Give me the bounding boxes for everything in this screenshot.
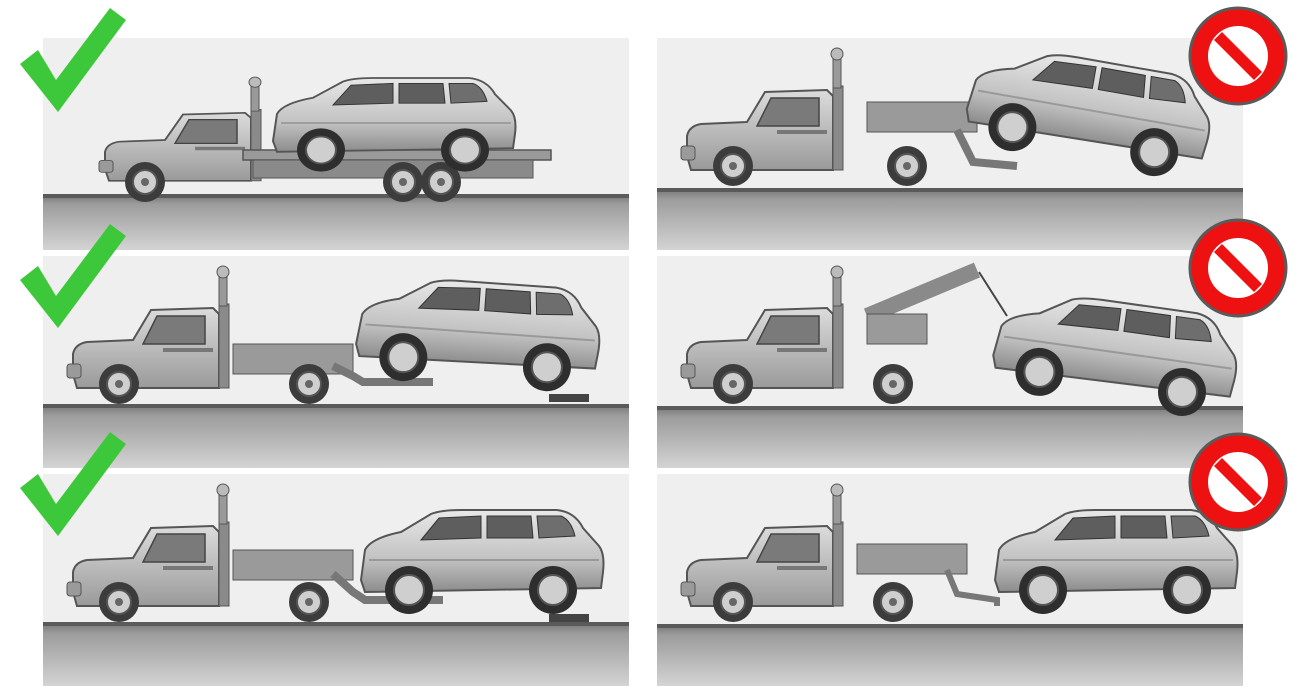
panel-sling-hook <box>657 256 1243 468</box>
panel-wheel-lift-rear <box>43 474 629 686</box>
wheel-lift-dollies-illustration <box>43 474 629 686</box>
prohibited-icon <box>1186 4 1290 108</box>
flatbed-tow-illustration <box>43 38 629 250</box>
improper-sling-illustration <box>657 256 1243 468</box>
prohibited-icon <box>1186 216 1290 320</box>
improper-wheel-lift-illustration <box>657 38 1243 250</box>
checkmark-icon <box>14 430 126 540</box>
wheel-lift-dollies-illustration <box>43 256 629 468</box>
panel-flatbed <box>43 38 629 250</box>
checkmark-icon <box>14 6 126 116</box>
checkmark-icon <box>14 222 126 332</box>
panel-wheel-lift-front <box>43 256 629 468</box>
improper-tow-bar-illustration <box>657 474 1243 686</box>
panel-wheel-lift-no-dollies <box>657 38 1243 250</box>
prohibited-icon <box>1186 430 1290 534</box>
panel-tow-bar <box>657 474 1243 686</box>
